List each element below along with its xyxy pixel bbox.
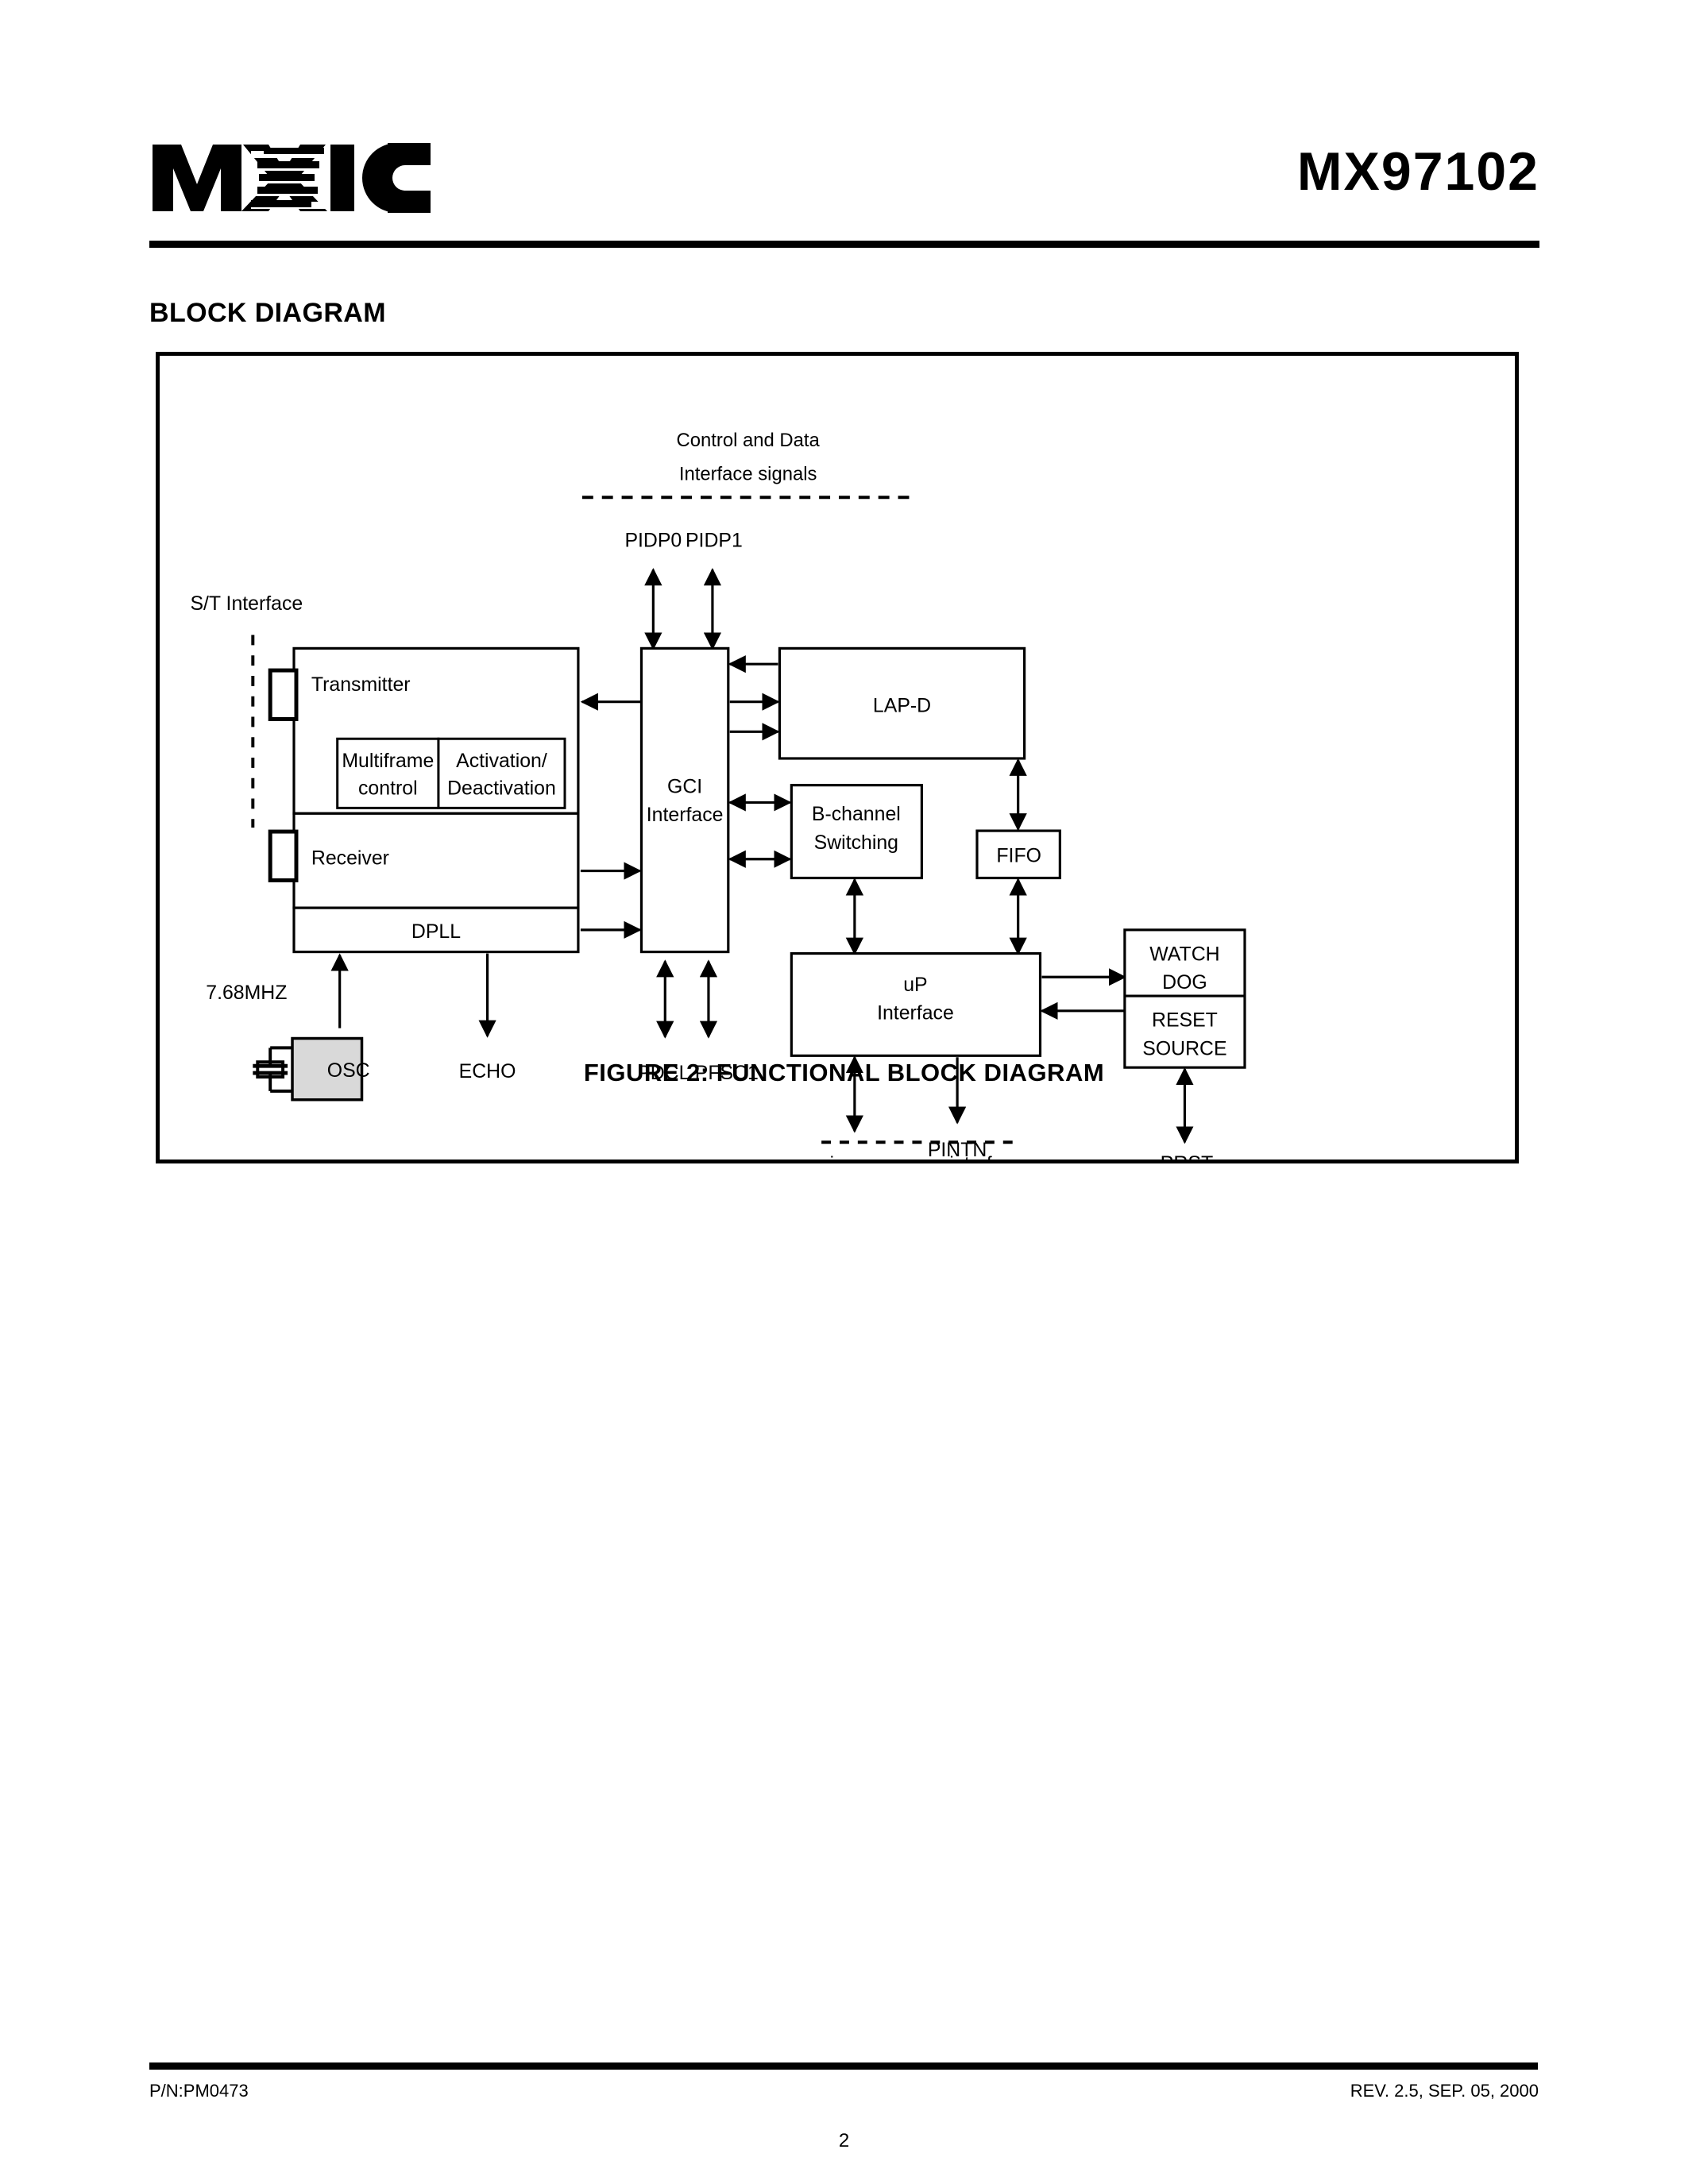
- control-data-label-line1: Control and Data: [677, 430, 821, 451]
- transmitter-label: Transmitter: [311, 674, 411, 696]
- up-interface-label-line1: uP: [903, 974, 927, 996]
- mxic-logo: [149, 135, 483, 218]
- up-interface-label-line2: Interface: [877, 1003, 954, 1024]
- pdcl-label: PDCL: [637, 1063, 689, 1084]
- footer-part-number: P/N:PM0473: [149, 2081, 249, 2101]
- page-number: 2: [838, 2130, 850, 2151]
- figure-caption: FIGURE 2: FUNCTIONAL BLOCK DIAGRAM: [583, 1059, 1105, 1086]
- multiframe-label-line1: Multiframe: [342, 751, 434, 772]
- receiver-label: Receiver: [311, 848, 389, 870]
- lapd-label: LAP-D: [873, 696, 931, 717]
- part-number-title: MX97102: [1296, 141, 1539, 202]
- echo-label: ECHO: [459, 1061, 516, 1082]
- block-diagram-frame: Control and Data Interface signals PIDP0…: [156, 352, 1519, 1163]
- fifo-label: FIFO: [996, 846, 1041, 867]
- pfsc1-label: PFSC1: [695, 1063, 759, 1084]
- activation-label-line2: Deactivation: [447, 778, 556, 800]
- footer-revision: REV. 2.5, SEP. 05, 2000: [1350, 2081, 1539, 2101]
- osc-block: [291, 1036, 364, 1102]
- osc-label: OSC: [327, 1060, 370, 1082]
- watchdog-label-line2: DOG: [1162, 972, 1207, 994]
- multiframe-label-line2: control: [358, 778, 418, 800]
- pidp1-label: PIDP1: [686, 531, 743, 552]
- footer-divider: [149, 2062, 1538, 2070]
- activation-label-line1: Activation/: [456, 751, 547, 772]
- header-divider: [149, 241, 1539, 248]
- bchannel-label-line1: B-channel: [812, 804, 901, 825]
- bchannel-label-line2: Switching: [814, 832, 898, 854]
- reset-source-label-line1: RESET: [1152, 1010, 1218, 1032]
- control-data-label-line2: Interface signals: [679, 463, 817, 484]
- gci-label-line1: GCI: [667, 777, 702, 798]
- gci-label-line2: Interface: [647, 805, 724, 826]
- page-header: MX97102: [149, 135, 1539, 246]
- functional-block-diagram: Control and Data Interface signals PIDP0…: [190, 430, 1246, 1160]
- page-title: BLOCK DIAGRAM: [149, 298, 386, 328]
- dpll-label: DPLL: [411, 921, 461, 943]
- pidp0-label: PIDP0: [624, 531, 682, 552]
- pintn-label: PINTN: [928, 1140, 987, 1160]
- clock-frequency-label: 7.68MHZ: [206, 982, 287, 1004]
- st-interface-label: S/T Interface: [190, 593, 303, 615]
- watchdog-label-line1: WATCH: [1149, 944, 1219, 966]
- reset-source-label-line2: SOURCE: [1142, 1038, 1226, 1059]
